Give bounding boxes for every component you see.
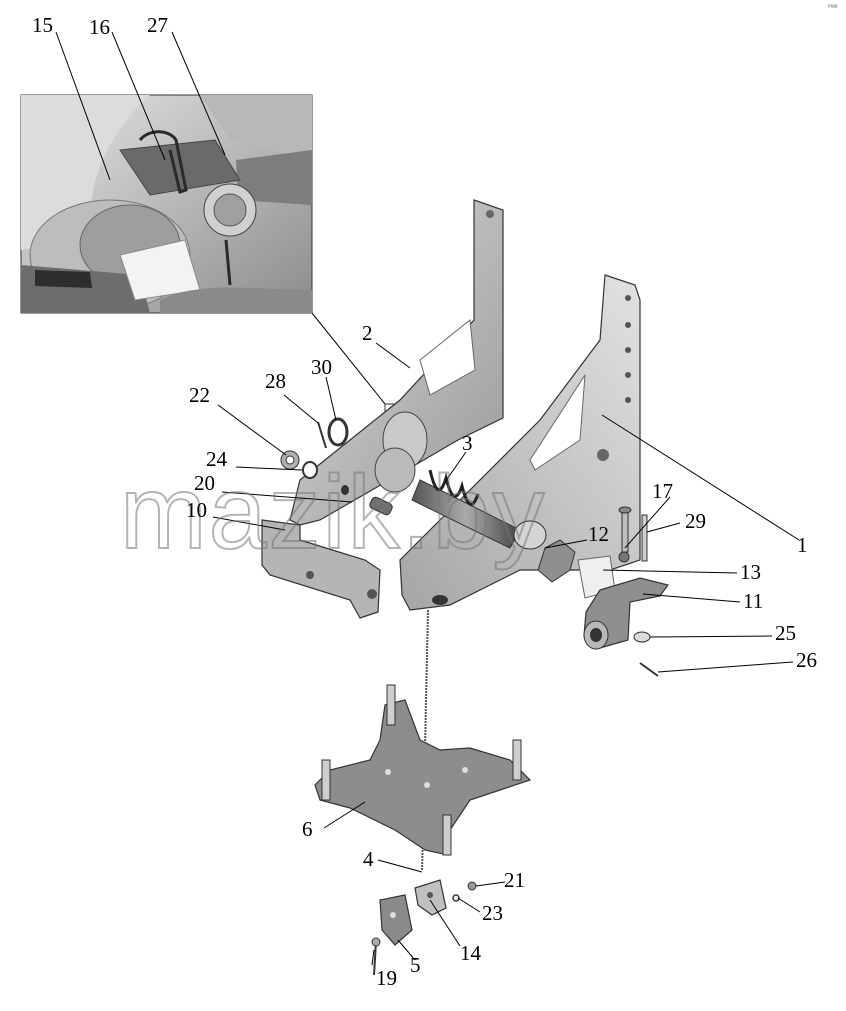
callout-17: 17 <box>652 479 673 503</box>
small-parts-left <box>280 417 349 495</box>
callout-16: 16 <box>89 15 110 39</box>
callout-28: 28 <box>265 369 286 393</box>
callout-1: 1 <box>797 533 808 557</box>
corner-mark: ᵐᵃᵃ <box>828 4 838 11</box>
bracket-part-2 <box>261 199 504 619</box>
base-plate-part-6 <box>314 684 532 856</box>
callout-2: 2 <box>362 321 373 345</box>
watermark: mazik.by <box>120 455 546 571</box>
lever-part-11 <box>583 577 670 650</box>
callout-11: 11 <box>743 589 763 613</box>
detail-inset <box>20 94 434 441</box>
callout-25: 25 <box>775 621 796 645</box>
callout-23: 23 <box>482 901 503 925</box>
washer-part-25 <box>633 631 651 643</box>
shaft-assembly <box>369 411 630 599</box>
callout-24: 24 <box>206 447 228 471</box>
small-parts-bottom <box>371 879 477 976</box>
bracket-part-1 <box>399 274 641 611</box>
callout-14: 14 <box>460 941 482 965</box>
cotter-pin-part-26 <box>639 662 659 677</box>
callout-19: 19 <box>376 966 397 990</box>
callout-5: 5 <box>410 953 421 977</box>
callout-30: 30 <box>311 355 332 379</box>
callout-26: 26 <box>796 648 817 672</box>
callout-labels: 15 16 27 2 28 30 22 24 20 10 3 17 29 12 … <box>32 13 817 990</box>
callout-13: 13 <box>740 560 761 584</box>
callout-4: 4 <box>363 847 374 871</box>
callout-21: 21 <box>504 868 525 892</box>
callout-3: 3 <box>462 431 473 455</box>
callout-6: 6 <box>302 817 313 841</box>
callout-27: 27 <box>147 13 168 37</box>
callout-10: 10 <box>186 498 207 522</box>
callout-29: 29 <box>685 509 706 533</box>
leader-lines <box>55 31 800 966</box>
bolt-and-pin <box>618 506 648 562</box>
callout-20: 20 <box>194 471 215 495</box>
callout-15: 15 <box>32 13 53 37</box>
callout-22: 22 <box>189 383 210 407</box>
callout-12: 12 <box>588 522 609 546</box>
